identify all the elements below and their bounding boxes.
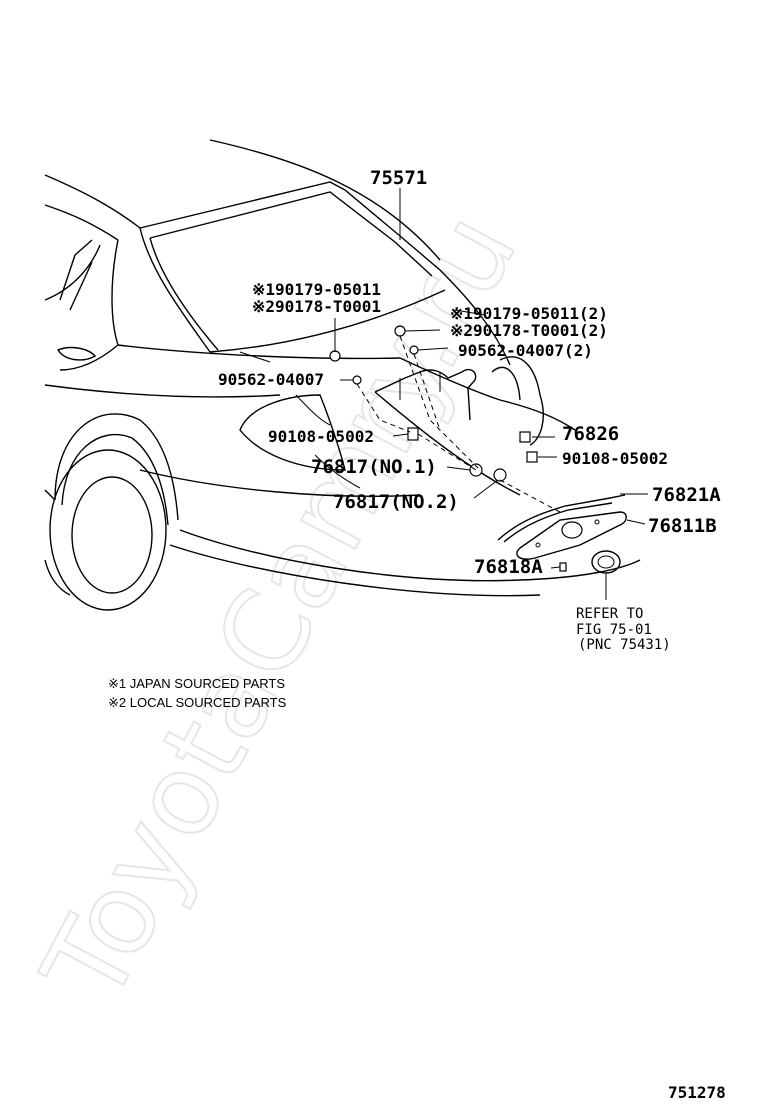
fastener-icon [493, 468, 507, 482]
car-body-drawing [44, 139, 641, 611]
label-90562-04007: 90562-04007 [218, 370, 324, 389]
label-90179-05011: ※190179-05011 [252, 280, 381, 299]
nut-icon [409, 345, 419, 355]
label-76817-no1: 76817(NO.1) [311, 456, 437, 478]
small-clip-icon [559, 562, 567, 572]
labels: 75571 ※190179-05011 ※290178-T0001 ※19017… [108, 167, 726, 1102]
plate-garnish [516, 511, 627, 560]
label-90178-T0001: ※290178-T0001 [252, 297, 381, 316]
label-75571: 75571 [370, 167, 427, 189]
note-japan-sourced: ※1 JAPAN SOURCED PARTS [108, 676, 285, 691]
screw-icon [519, 431, 531, 443]
label-76826: 76826 [562, 423, 619, 445]
garnish-bracket [374, 368, 477, 421]
clip-icon [329, 350, 341, 362]
clip-icon [394, 325, 406, 337]
label-90108-05002-left: 90108-05002 [268, 427, 374, 446]
refer-line-2: FIG 75-01 [576, 622, 652, 638]
emblem-icon [591, 550, 621, 574]
label-90179-05011-2: ※190179-05011(2) [450, 304, 608, 323]
note-local-sourced: ※2 LOCAL SOURCED PARTS [108, 695, 287, 710]
label-76818A: 76818A [474, 556, 543, 578]
label-76811B: 76811B [648, 515, 717, 537]
label-76817-no2: 76817(NO.2) [333, 491, 459, 513]
refer-line-1: REFER TO [576, 606, 643, 622]
label-90108-05002-right: 90108-05002 [562, 449, 668, 468]
screw-icon [407, 427, 419, 441]
moulding-strip [497, 494, 626, 541]
label-90562-04007-2: 90562-04007(2) [458, 341, 593, 360]
figure-number: 751278 [668, 1083, 726, 1102]
nut-icon [352, 375, 362, 385]
parts-group [329, 325, 627, 574]
label-90178-T0001-2: ※290178-T0001(2) [450, 321, 608, 340]
refer-line-3: (PNC 75431) [578, 637, 671, 653]
leader-lines [239, 188, 648, 600]
label-76821A: 76821A [652, 484, 721, 506]
screw-icon [526, 451, 538, 463]
